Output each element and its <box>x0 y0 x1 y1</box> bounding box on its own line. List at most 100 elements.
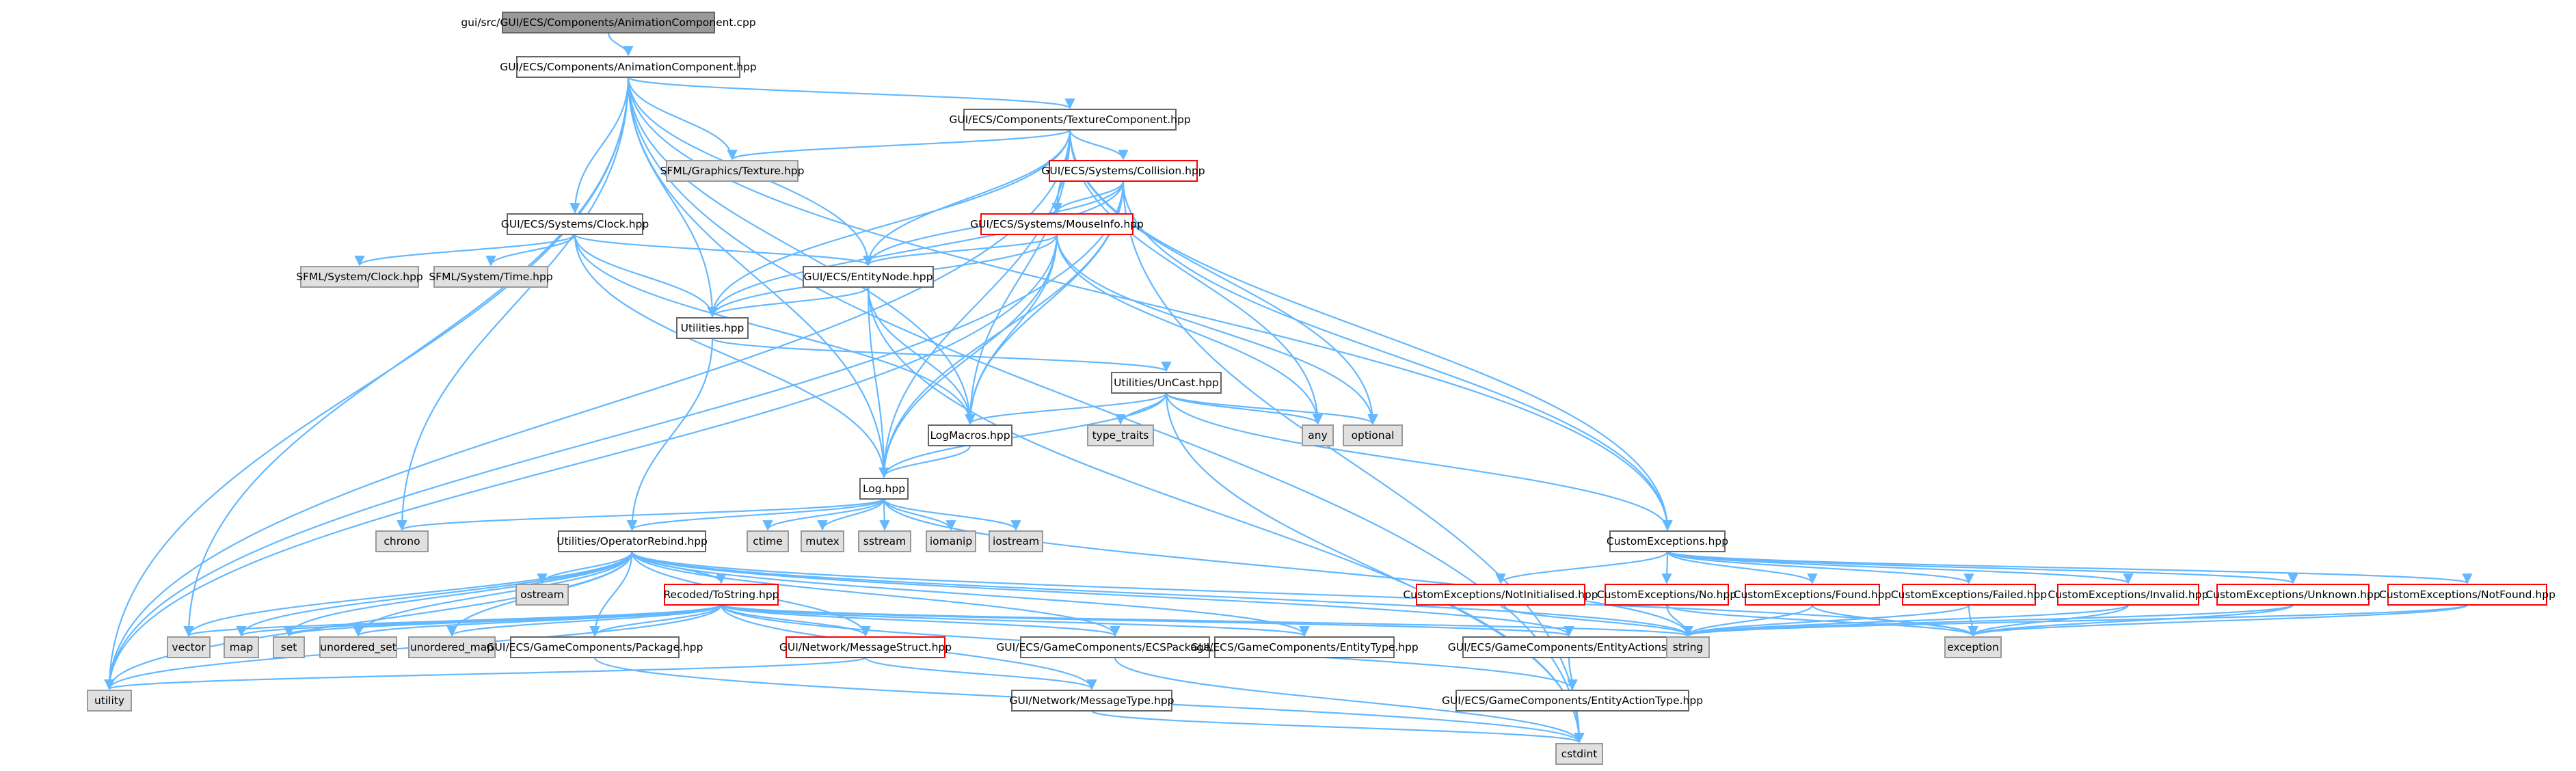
node-ecspackage[interactable]: GUI/ECS/GameComponents/ECSPackage.hpp <box>996 636 1234 658</box>
node-label: sstream <box>863 535 906 547</box>
node-animhpp[interactable]: GUI/ECS/Components/AnimationComponent.hp… <box>500 56 757 78</box>
edge-opreb-to-package <box>589 551 633 637</box>
node-label: Utilities/OperatorRebind.hpp <box>556 535 708 547</box>
node-opreb[interactable]: Utilities/OperatorRebind.hpp <box>556 530 708 552</box>
edge-ceunknown-to-exception <box>1968 604 2294 637</box>
node-logmacros[interactable]: LogMacros.hpp <box>928 424 1012 446</box>
node-box <box>664 584 779 606</box>
node-box <box>1455 690 1689 712</box>
node-entityactions[interactable]: GUI/ECS/GameComponents/EntityActions.hpp <box>1448 636 1691 658</box>
edge-animhpp-to-sfmltex <box>627 77 738 161</box>
node-label: LogMacros.hpp <box>930 429 1010 442</box>
node-box <box>1020 636 1210 658</box>
node-package[interactable]: GUI/ECS/GameComponents/Package.hpp <box>487 636 703 658</box>
node-animcpp[interactable]: gui/src/GUI/ECS/Components/AnimationComp… <box>461 12 756 33</box>
node-box <box>433 266 548 288</box>
node-box <box>858 530 911 552</box>
edge-clock-to-logmacros <box>574 234 976 425</box>
node-box <box>1302 424 1334 446</box>
edge-entitynode-to-logmacros <box>867 286 976 425</box>
node-box <box>1214 636 1395 658</box>
node-map: map <box>224 636 259 658</box>
node-vector: vector <box>167 636 211 658</box>
node-box <box>926 530 976 552</box>
edge-animhpp-to-chrono <box>397 77 630 531</box>
node-box <box>87 690 132 712</box>
node-entitytype[interactable]: GUI/ECS/GameComponents/EntityType.hpp <box>1190 636 1419 658</box>
node-box <box>801 530 844 552</box>
node-label: GUI/ECS/Systems/MouseInfo.hpp <box>970 218 1144 230</box>
edge-log-to-mutex <box>817 498 885 531</box>
node-box <box>1609 530 1726 552</box>
node-label: chrono <box>384 535 420 547</box>
node-cenotinit: CustomExceptions/NotInitialised.hpp <box>1403 584 1598 606</box>
node-log[interactable]: Log.hpp <box>859 478 909 500</box>
node-box <box>1087 424 1154 446</box>
edge-log-to-iostream <box>883 498 1021 531</box>
node-label: optional <box>1352 429 1395 442</box>
node-box <box>928 424 1012 446</box>
edge-clock-to-sfmlclock <box>354 233 576 267</box>
node-any: any <box>1302 424 1334 446</box>
node-box <box>1944 636 2002 658</box>
node-optional: optional <box>1343 424 1403 446</box>
node-cefailed: CustomExceptions/Failed.hpp <box>1891 584 2047 606</box>
node-customexc[interactable]: CustomExceptions.hpp <box>1607 530 1728 552</box>
node-box <box>803 266 934 288</box>
node-cstdint: cstdint <box>1555 743 1603 765</box>
node-cenotfound: CustomExceptions/NotFound.hpp <box>2379 584 2555 606</box>
node-mouseinfo: GUI/ECS/Systems/MouseInfo.hpp <box>970 213 1144 235</box>
edge-animhpp-to-clock <box>569 77 630 214</box>
node-ostream: ostream <box>515 584 569 606</box>
node-label: cstdint <box>1561 748 1598 760</box>
edge-clock-to-utilities <box>574 234 718 318</box>
edge-collision-to-customexc <box>1122 180 1673 531</box>
edge-entityactions-to-entityactiontype <box>1567 657 1578 690</box>
node-label: Utilities.hpp <box>681 322 744 334</box>
node-label: CustomExceptions.hpp <box>1607 535 1728 547</box>
node-umap: unordered_map <box>408 636 496 658</box>
edge-customexc-to-cenotfound <box>1666 550 2472 584</box>
edge-animhpp-to-logmacros <box>627 77 976 425</box>
node-box <box>1049 160 1198 182</box>
edge-opreb-to-entitytype <box>631 551 1310 637</box>
node-entityactiontype[interactable]: GUI/ECS/GameComponents/EntityActionType.… <box>1442 690 1703 712</box>
edge-opreb-to-utility <box>104 551 633 690</box>
edge-recoded-to-ecspackage <box>720 604 1121 637</box>
node-uset: unordered_set <box>319 636 397 658</box>
edge-ecspackage-to-cstdint <box>1114 657 1585 744</box>
node-clock[interactable]: GUI/ECS/Systems/Clock.hpp <box>501 213 649 235</box>
node-box <box>1011 690 1172 712</box>
node-box <box>666 160 799 182</box>
node-utilities[interactable]: Utilities.hpp <box>676 317 749 339</box>
node-label: CustomExceptions/Unknown.hpp <box>2205 589 2380 601</box>
edge-collision-to-mouseinfo <box>1051 180 1125 214</box>
node-box <box>273 636 305 658</box>
node-chrono: chrono <box>375 530 429 552</box>
node-box <box>2387 584 2547 606</box>
node-box <box>1111 372 1222 394</box>
node-texhpp[interactable]: GUI/ECS/Components/TextureComponent.hpp <box>949 109 1191 131</box>
node-entitynode[interactable]: GUI/ECS/EntityNode.hpp <box>803 266 934 288</box>
edge-cenotinit-to-string <box>1499 604 1693 637</box>
edge-mouseinfo-to-optional <box>1056 234 1378 425</box>
edge-opreb-to-string <box>631 551 1693 637</box>
node-ceunknown: CustomExceptions/Unknown.hpp <box>2205 584 2380 606</box>
node-box <box>1666 636 1710 658</box>
node-box <box>989 530 1043 552</box>
node-label: GUI/ECS/GameComponents/ECSPackage.hpp <box>996 641 1233 653</box>
edge-cefailed-to-exception <box>1968 604 1978 637</box>
node-label: unordered_map <box>410 641 494 654</box>
node-box <box>1343 424 1403 446</box>
node-label: iostream <box>993 535 1039 547</box>
edge-texhpp-to-customexc <box>1069 129 1673 531</box>
node-label: GUI/ECS/GameComponents/EntityType.hpp <box>1190 641 1419 653</box>
node-box <box>1745 584 1880 606</box>
node-uncast[interactable]: Utilities/UnCast.hpp <box>1111 372 1222 394</box>
node-box <box>1416 584 1585 606</box>
node-string: string <box>1666 636 1710 658</box>
node-recoded: Recoded/ToString.hpp <box>663 584 779 606</box>
node-msgtype[interactable]: GUI/Network/MessageType.hpp <box>1009 690 1175 712</box>
node-label: GUI/Network/MessageStruct.hpp <box>779 641 952 653</box>
node-label: GUI/ECS/GameComponents/EntityActions.hpp <box>1448 641 1691 653</box>
